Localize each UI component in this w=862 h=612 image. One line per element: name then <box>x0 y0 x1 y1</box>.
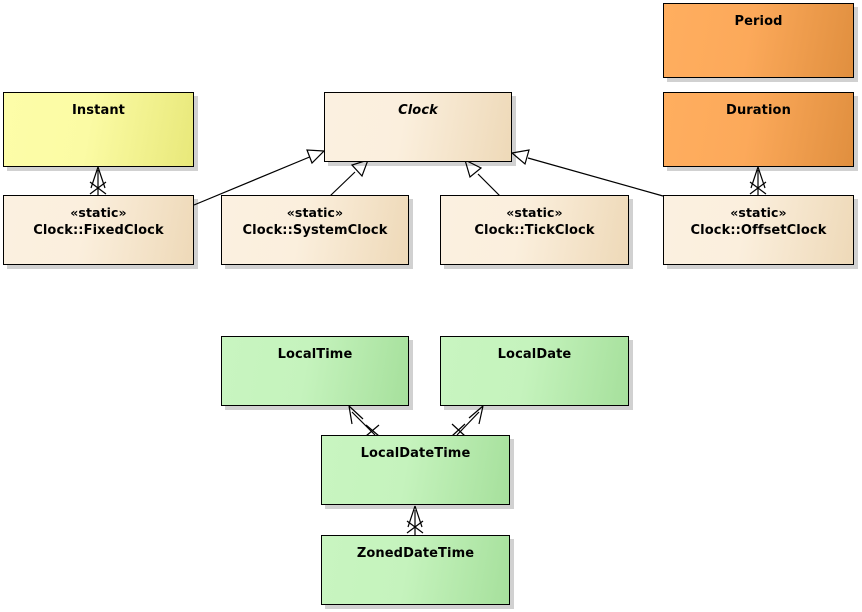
uml-class-localdate[interactable]: LocalDate <box>440 336 629 406</box>
connector-zoneddatetime-localdatetime <box>406 505 424 535</box>
connector-offsetclock-duration <box>749 166 767 195</box>
class-name-localtime: LocalTime <box>277 347 353 362</box>
class-stereotype-systemclock: «static» <box>286 205 344 220</box>
connector-tickclock-clock <box>464 158 501 197</box>
class-name-duration: Duration <box>726 103 791 118</box>
connector-localdatetime-localtime <box>348 405 380 437</box>
uml-class-systemclock[interactable]: «static» Clock::SystemClock <box>221 195 409 265</box>
class-name-localdate: LocalDate <box>497 347 572 362</box>
class-stereotype-fixedclock: «static» <box>70 205 127 220</box>
class-name-localdatetime: LocalDateTime <box>360 446 471 461</box>
class-name-systemclock: Clock::SystemClock <box>242 222 388 238</box>
class-name-clock: Clock <box>398 103 438 118</box>
class-name-tickclock: Clock::TickClock <box>474 222 595 238</box>
uml-class-period[interactable]: Period <box>663 3 854 78</box>
class-name-period: Period <box>734 14 783 29</box>
uml-class-localtime[interactable]: LocalTime <box>221 336 409 406</box>
uml-class-instant[interactable]: Instant <box>3 92 194 167</box>
class-name-fixedclock: Clock::FixedClock <box>33 222 164 238</box>
connector-localdatetime-localdate <box>451 405 484 437</box>
class-stereotype-offsetclock: «static» <box>730 205 787 220</box>
connector-offsetclock-clock <box>510 149 664 197</box>
uml-class-fixedclock[interactable]: «static» Clock::FixedClock <box>3 195 194 265</box>
class-name-instant: Instant <box>72 103 125 118</box>
uml-class-tickclock[interactable]: «static» Clock::TickClock <box>440 195 629 265</box>
uml-class-zoneddatetime[interactable]: ZonedDateTime <box>321 535 510 605</box>
class-name-zoneddatetime: ZonedDateTime <box>356 546 475 561</box>
uml-class-offsetclock[interactable]: «static» Clock::OffsetClock <box>663 195 854 265</box>
connector-systemclock-clock <box>329 159 369 197</box>
uml-class-localdatetime[interactable]: LocalDateTime <box>321 435 510 505</box>
class-name-offsetclock: Clock::OffsetClock <box>690 222 827 238</box>
uml-class-clock[interactable]: Clock <box>324 92 512 162</box>
connector-fixedclock-instant <box>89 166 107 195</box>
uml-class-duration[interactable]: Duration <box>663 92 854 167</box>
class-stereotype-tickclock: «static» <box>506 205 563 220</box>
